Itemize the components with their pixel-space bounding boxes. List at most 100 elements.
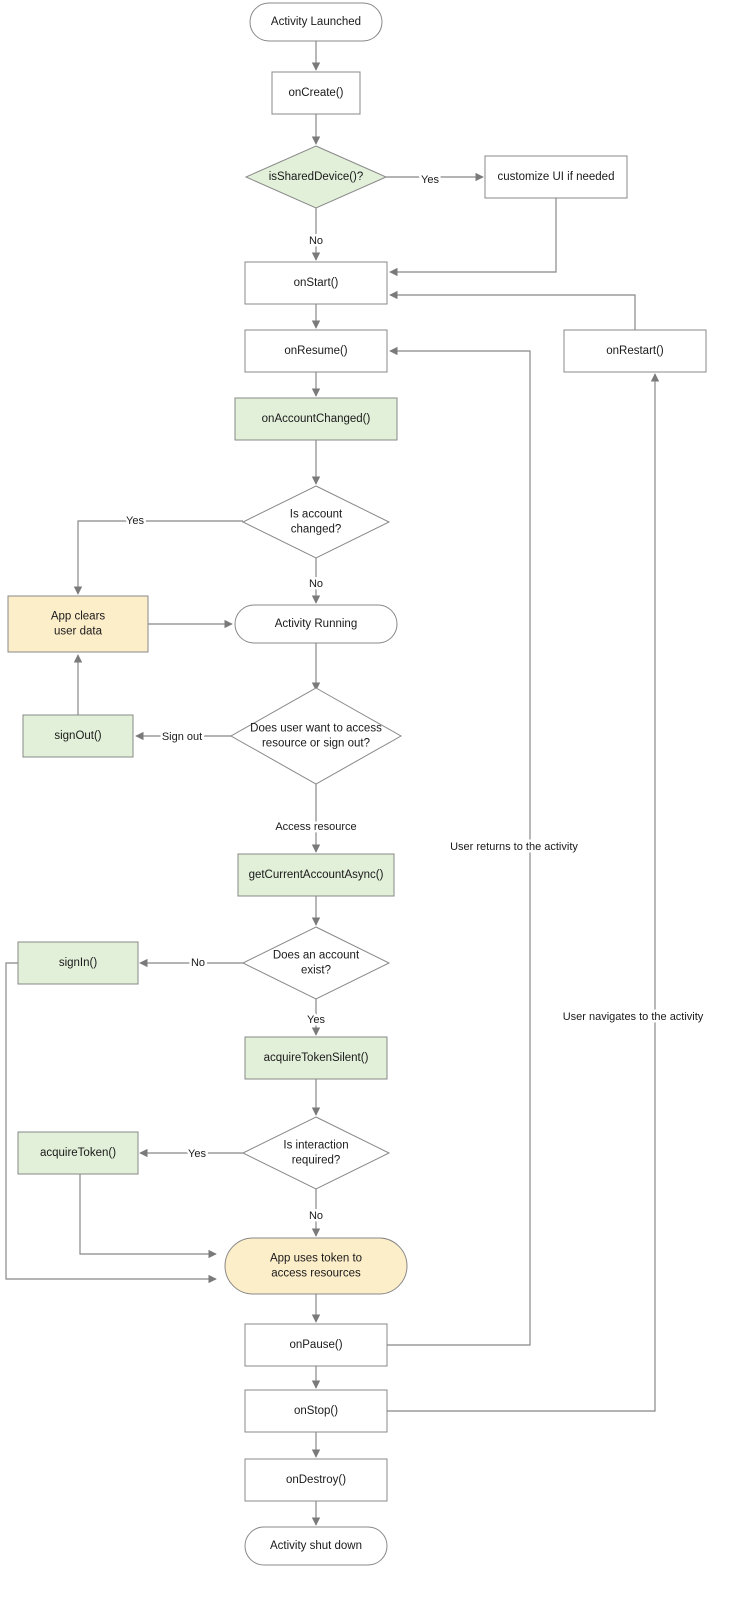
node-shape-account_exists bbox=[241, 926, 391, 1000]
node-acquire_token[interactable]: acquireToken() bbox=[17, 1131, 139, 1175]
node-sign_in[interactable]: signIn() bbox=[17, 941, 139, 985]
node-label-get_current_account: getCurrentAccountAsync() bbox=[249, 869, 384, 881]
node-shape-on_restart bbox=[563, 329, 707, 373]
node-sign_out[interactable]: signOut() bbox=[22, 714, 134, 758]
node-label-acquire_token: acquireToken() bbox=[40, 1147, 116, 1159]
edge-acquiretoken-to-appusestoken bbox=[79, 1174, 217, 1259]
node-on_create[interactable]: onCreate() bbox=[271, 71, 361, 115]
node-shape-activity_running bbox=[234, 604, 398, 644]
edge-onstop-to-onrestart bbox=[387, 373, 660, 1412]
node-on_stop[interactable]: onStop() bbox=[244, 1389, 388, 1433]
node-activity_shut_down[interactable]: Activity shut down bbox=[244, 1526, 388, 1566]
edge-label-lbl_shared_no: No bbox=[309, 235, 323, 247]
node-shape-activity_launched bbox=[249, 2, 383, 42]
node-label-on_start: onStart() bbox=[294, 277, 339, 289]
edge-label-lbl_account_exists_no: No bbox=[191, 957, 205, 969]
node-on_start[interactable]: onStart() bbox=[244, 261, 388, 305]
node-is_shared_device[interactable]: isSharedDevice()? bbox=[244, 145, 388, 209]
edge-customize-to-onstart bbox=[389, 198, 557, 277]
edge-signin-to-appusestoken bbox=[5, 962, 217, 1284]
node-on_restart[interactable]: onRestart() bbox=[563, 329, 707, 373]
edge-label-halo-lbl_sign_out: Sign out bbox=[162, 731, 202, 743]
node-shape-sign_in bbox=[17, 941, 139, 985]
node-activity_running[interactable]: Activity Running bbox=[234, 604, 398, 644]
node-shape-on_create bbox=[271, 71, 361, 115]
edge-label-lbl_user_returns: User returns to the activity bbox=[450, 841, 578, 853]
node-shape-activity_shut_down bbox=[244, 1526, 388, 1566]
edge-label-lbl_shared_yes: Yes bbox=[421, 174, 439, 186]
node-label-on_account_changed: onAccountChanged() bbox=[262, 413, 371, 425]
node-on_account_changed[interactable]: onAccountChanged() bbox=[234, 397, 398, 441]
node-activity_launched[interactable]: Activity Launched bbox=[249, 2, 383, 42]
node-layer: Activity Launched onCreate() isSharedDevic… bbox=[7, 2, 707, 1566]
node-shape-app_uses_token bbox=[224, 1237, 408, 1295]
edge-label-halo-lbl_account_exists_yes: Yes bbox=[307, 1014, 325, 1026]
node-shape-customize_ui bbox=[484, 155, 628, 199]
node-shape-is_account_changed bbox=[241, 485, 391, 559]
edge-label-lbl_user_navigates: User navigates to the activity bbox=[563, 1011, 704, 1023]
node-label-activity_launched: Activity Launched bbox=[271, 16, 361, 28]
node-shape-user_intent bbox=[229, 687, 403, 785]
node-label-on_resume: onResume() bbox=[284, 345, 347, 357]
node-label-acquire_token_silent: acquireTokenSilent() bbox=[264, 1052, 369, 1064]
edge-label-lbl_sign_out: Sign out bbox=[162, 731, 202, 743]
node-label-customize_ui: customize UI if needed bbox=[498, 171, 615, 183]
edge-label-halo-lbl_access_resource: Access resource bbox=[275, 821, 356, 833]
node-shape-on_pause bbox=[244, 1323, 388, 1367]
node-shape-on_start bbox=[244, 261, 388, 305]
node-shape-interaction_required bbox=[241, 1116, 391, 1190]
node-label-on_destroy: onDestroy() bbox=[286, 1474, 346, 1486]
node-shape-on_stop bbox=[244, 1389, 388, 1433]
edge-label-halo-lbl_interaction_no: No bbox=[309, 1210, 323, 1222]
edge-label-halo-lbl_shared_no: No bbox=[309, 235, 323, 247]
edge-label-halo-lbl_shared_yes: Yes bbox=[421, 174, 439, 186]
node-customize_ui[interactable]: customize UI if needed bbox=[484, 155, 628, 199]
edge-label-halo-lbl_account_changed_yes: Yes bbox=[126, 515, 144, 527]
node-label-activity_running: Activity Running bbox=[275, 618, 357, 630]
edge-label-halo-lbl_account_changed_no: No bbox=[309, 578, 323, 590]
node-label-sign_out: signOut() bbox=[54, 730, 101, 742]
node-shape-on_account_changed bbox=[234, 397, 398, 441]
node-acquire_token_silent[interactable]: acquireTokenSilent() bbox=[244, 1036, 388, 1080]
edge-onpause-to-onresume bbox=[387, 346, 531, 1346]
edge-label-lbl_access_resource: Access resource bbox=[275, 821, 356, 833]
node-shape-acquire_token_silent bbox=[244, 1036, 388, 1080]
node-label-on_create: onCreate() bbox=[289, 87, 344, 99]
edge-label-halo-lbl_account_exists_no: No bbox=[191, 957, 205, 969]
node-shape-sign_out bbox=[22, 714, 134, 758]
node-on_destroy[interactable]: onDestroy() bbox=[244, 1458, 388, 1502]
node-on_resume[interactable]: onResume() bbox=[244, 329, 388, 373]
edge-label-halo-lbl_interaction_yes: Yes bbox=[188, 1148, 206, 1160]
node-shape-app_clears_data bbox=[7, 595, 149, 653]
edge-layer bbox=[5, 41, 660, 1526]
node-get_current_account[interactable]: getCurrentAccountAsync() bbox=[237, 853, 395, 897]
edge-label-lbl_account_changed_yes: Yes bbox=[126, 515, 144, 527]
edge-onrestart-to-onstart bbox=[389, 290, 636, 330]
node-shape-is_shared_device bbox=[244, 145, 388, 209]
node-label-sign_in: signIn() bbox=[59, 957, 98, 969]
node-label-is_shared_device: isSharedDevice()? bbox=[269, 171, 364, 183]
node-on_pause[interactable]: onPause() bbox=[244, 1323, 388, 1367]
node-label-on_stop: onStop() bbox=[294, 1405, 338, 1417]
node-label-activity_shut_down: Activity shut down bbox=[270, 1540, 362, 1552]
edge-label-halo-lbl_user_returns: User returns to the activity bbox=[450, 841, 578, 853]
edge-label-lbl_account_exists_yes: Yes bbox=[307, 1014, 325, 1026]
edge-label-halo-lbl_user_navigates: User navigates to the activity bbox=[563, 1011, 704, 1023]
node-shape-on_destroy bbox=[244, 1458, 388, 1502]
edge-label-lbl_interaction_yes: Yes bbox=[188, 1148, 206, 1160]
node-shape-acquire_token bbox=[17, 1131, 139, 1175]
